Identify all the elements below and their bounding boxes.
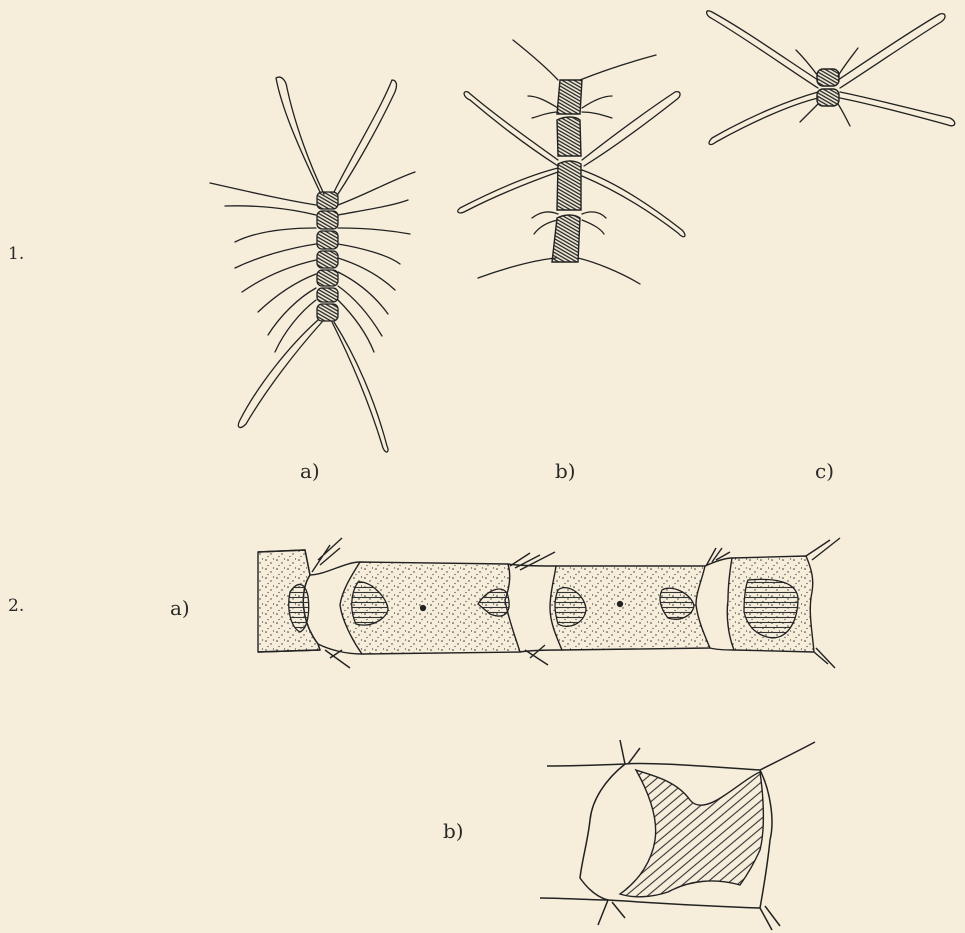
fig2b-chloroplast — [620, 770, 763, 897]
panel-label-1b: b) — [555, 461, 576, 481]
panel-label-2b: b) — [443, 821, 464, 841]
figure-number-2: 2. — [8, 598, 24, 615]
fig1a-colony — [210, 77, 415, 452]
panel-label-1a: a) — [300, 461, 320, 481]
figure-number-1: 1. — [8, 246, 24, 263]
panel-label-2a: a) — [170, 598, 190, 618]
fig1a-chain-cells — [317, 192, 338, 321]
panel-label-1c: c) — [815, 461, 834, 481]
fig1c-cells — [817, 69, 839, 106]
